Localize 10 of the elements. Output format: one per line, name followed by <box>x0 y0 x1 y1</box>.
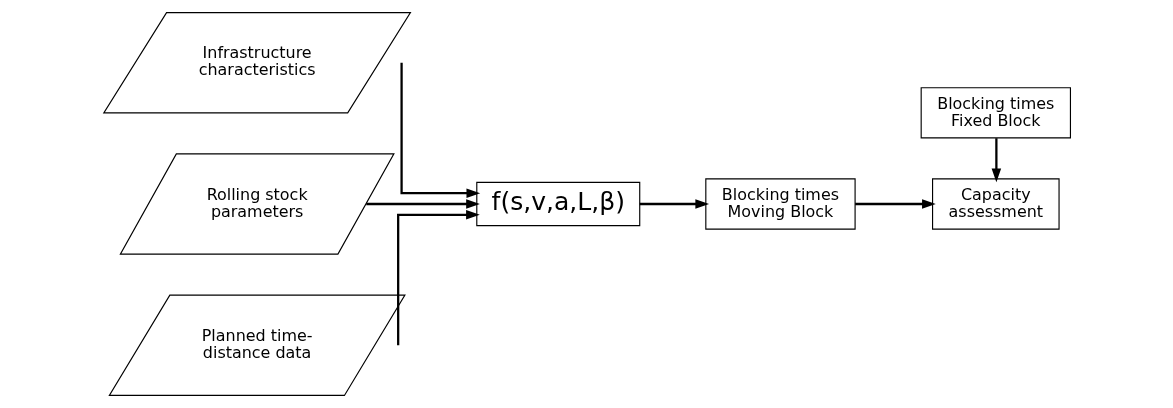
arrow <box>399 62 480 198</box>
node-box: Blocking times Moving Block <box>704 178 856 230</box>
arrow <box>396 210 480 346</box>
node-box: Capacity assessment <box>931 178 1060 230</box>
node-box: f(s,v,a,L,β) <box>475 181 640 227</box>
arrow <box>365 199 480 209</box>
node-box: Blocking times Fixed Block <box>920 87 1071 139</box>
arrow <box>639 199 709 209</box>
arrow <box>854 199 936 209</box>
arrow <box>991 138 1001 183</box>
